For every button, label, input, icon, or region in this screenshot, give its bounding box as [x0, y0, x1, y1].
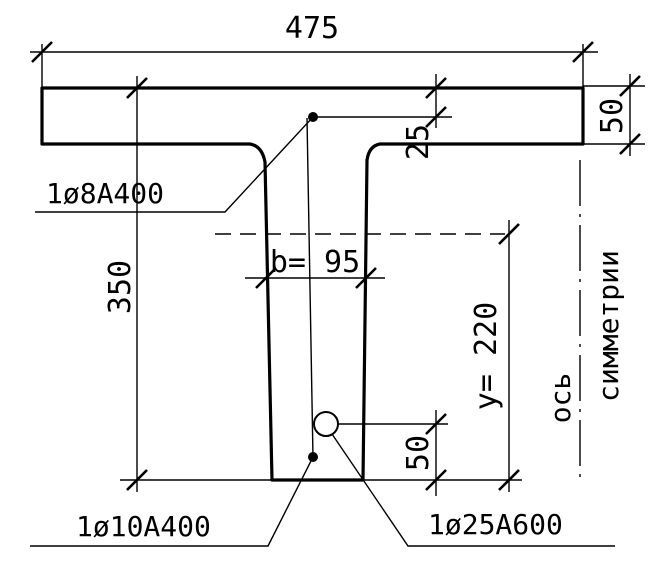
dim-350-tick-bottom: [126, 469, 148, 491]
dim-25-label: 25: [401, 124, 436, 160]
stirrup-line: [306, 117, 314, 459]
dim-flange-tick-bottom: [619, 133, 641, 155]
dim-flange-tick-top: [619, 75, 641, 97]
dim-y-label: y= 220: [469, 302, 504, 410]
leader-top-bar: [35, 116, 314, 213]
main-rebar-circle: [313, 411, 339, 437]
dim-350-label: 350: [103, 260, 138, 314]
dim-50-tick-bottom: [425, 469, 447, 491]
dim-flange-label: 50: [595, 98, 630, 134]
dim-50-tick-top: [425, 413, 447, 435]
label-top-bar: 1ø8A400: [46, 177, 164, 210]
leader-bottom-bar: [30, 456, 314, 547]
dim-25-tick-bottom: [425, 106, 447, 128]
axis-label-line1: ось: [544, 373, 577, 424]
label-bottom-bar: 1ø10A400: [76, 510, 211, 543]
dim-25-tick-top: [425, 77, 447, 99]
axis-label-line2: симметрии: [592, 250, 625, 402]
dim-475-tick-left: [31, 41, 53, 63]
dim-b-tick-left: [255, 267, 277, 289]
dim-y-tick-top: [498, 223, 520, 245]
dim-50-label: 50: [401, 435, 436, 471]
dim-475-tick-right: [572, 41, 594, 63]
dim-y-tick-bottom: [498, 469, 520, 491]
dim-475-label: 475: [285, 11, 339, 46]
dim-b-label: b= 95: [270, 245, 360, 280]
dim-350-tick-top: [126, 77, 148, 99]
label-main-bar: 1ø25A600: [428, 508, 563, 541]
dim-b-tick-right: [355, 267, 377, 289]
leader-main-bar: [331, 433, 615, 547]
